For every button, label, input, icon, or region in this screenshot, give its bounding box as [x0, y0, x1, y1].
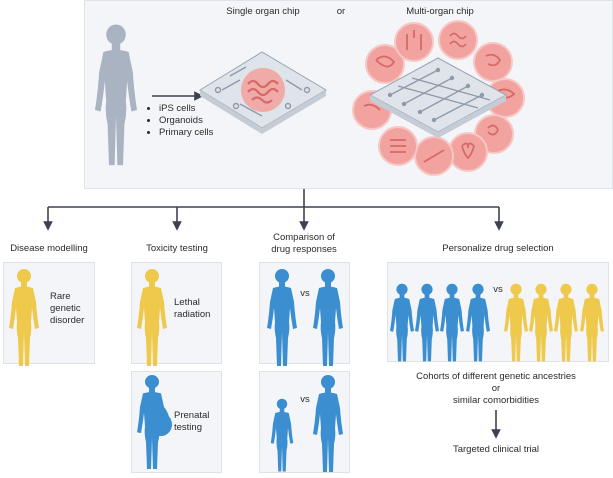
- source-item: iPS cells: [159, 103, 213, 115]
- disease-title: Disease modelling: [10, 243, 88, 254]
- cohort-blue-figure: [440, 283, 464, 362]
- vs-label: vs: [300, 288, 310, 299]
- branch-connectors: [43, 189, 504, 439]
- lung-organ-icon: [394, 22, 434, 62]
- comparison-child-figure: [270, 398, 294, 472]
- lethal-panel-text: Lethal radiation: [174, 297, 211, 320]
- cohorts-text: Cohorts of different genetic ancestries …: [416, 371, 576, 406]
- comparison-figure-a: [267, 269, 297, 366]
- multi-chip-label: Multi-organ chip: [406, 6, 474, 17]
- source-list: iPS cells Organoids Primary cells: [150, 103, 213, 139]
- prenatal-panel-text: Prenatal testing: [174, 410, 210, 433]
- vs-label: vs: [300, 394, 310, 405]
- top-panel: [84, 0, 613, 189]
- toxicity-title: Toxicity testing: [146, 243, 208, 254]
- disease-panel-text: Rare genetic disorder: [50, 291, 85, 326]
- single-chip-label: Single organ chip: [226, 6, 300, 17]
- single-organ-chip: [199, 51, 327, 134]
- vs-label: vs: [493, 284, 503, 295]
- personalize-title: Personalize drug selection: [442, 243, 554, 254]
- intestine-organ-icon-2: [438, 20, 478, 60]
- or-label: or: [336, 6, 346, 17]
- cohort-yellow-figure: [580, 283, 604, 362]
- comparison-title: Comparison of drug responses: [271, 232, 337, 255]
- source-item: Primary cells: [159, 127, 213, 139]
- cohort-blue-figure: [390, 283, 414, 362]
- source-item: Organoids: [159, 115, 213, 127]
- cohort-yellow-figure: [529, 283, 553, 362]
- brain-organ-icon: [365, 44, 405, 84]
- cohort-yellow-figure: [554, 283, 578, 362]
- cohort-blue-figure: [466, 283, 490, 362]
- comparison-adult-figure: [313, 375, 343, 472]
- intestine-organ-icon: [241, 68, 285, 112]
- cohort-yellow-figure: [504, 283, 528, 362]
- clinical-trial-text: Targeted clinical trial: [452, 444, 540, 455]
- rare-disorder-figure: [9, 269, 39, 366]
- comparison-figure-b: [313, 269, 343, 366]
- lethal-radiation-figure: [137, 269, 167, 366]
- stomach-organ-icon: [473, 42, 513, 82]
- heart-organ-icon: [448, 132, 488, 172]
- pregnant-figure: [137, 374, 172, 470]
- cohort-blue-figure: [415, 283, 439, 362]
- source-human-figure: [95, 24, 137, 166]
- multi-organ-chip: [352, 20, 525, 176]
